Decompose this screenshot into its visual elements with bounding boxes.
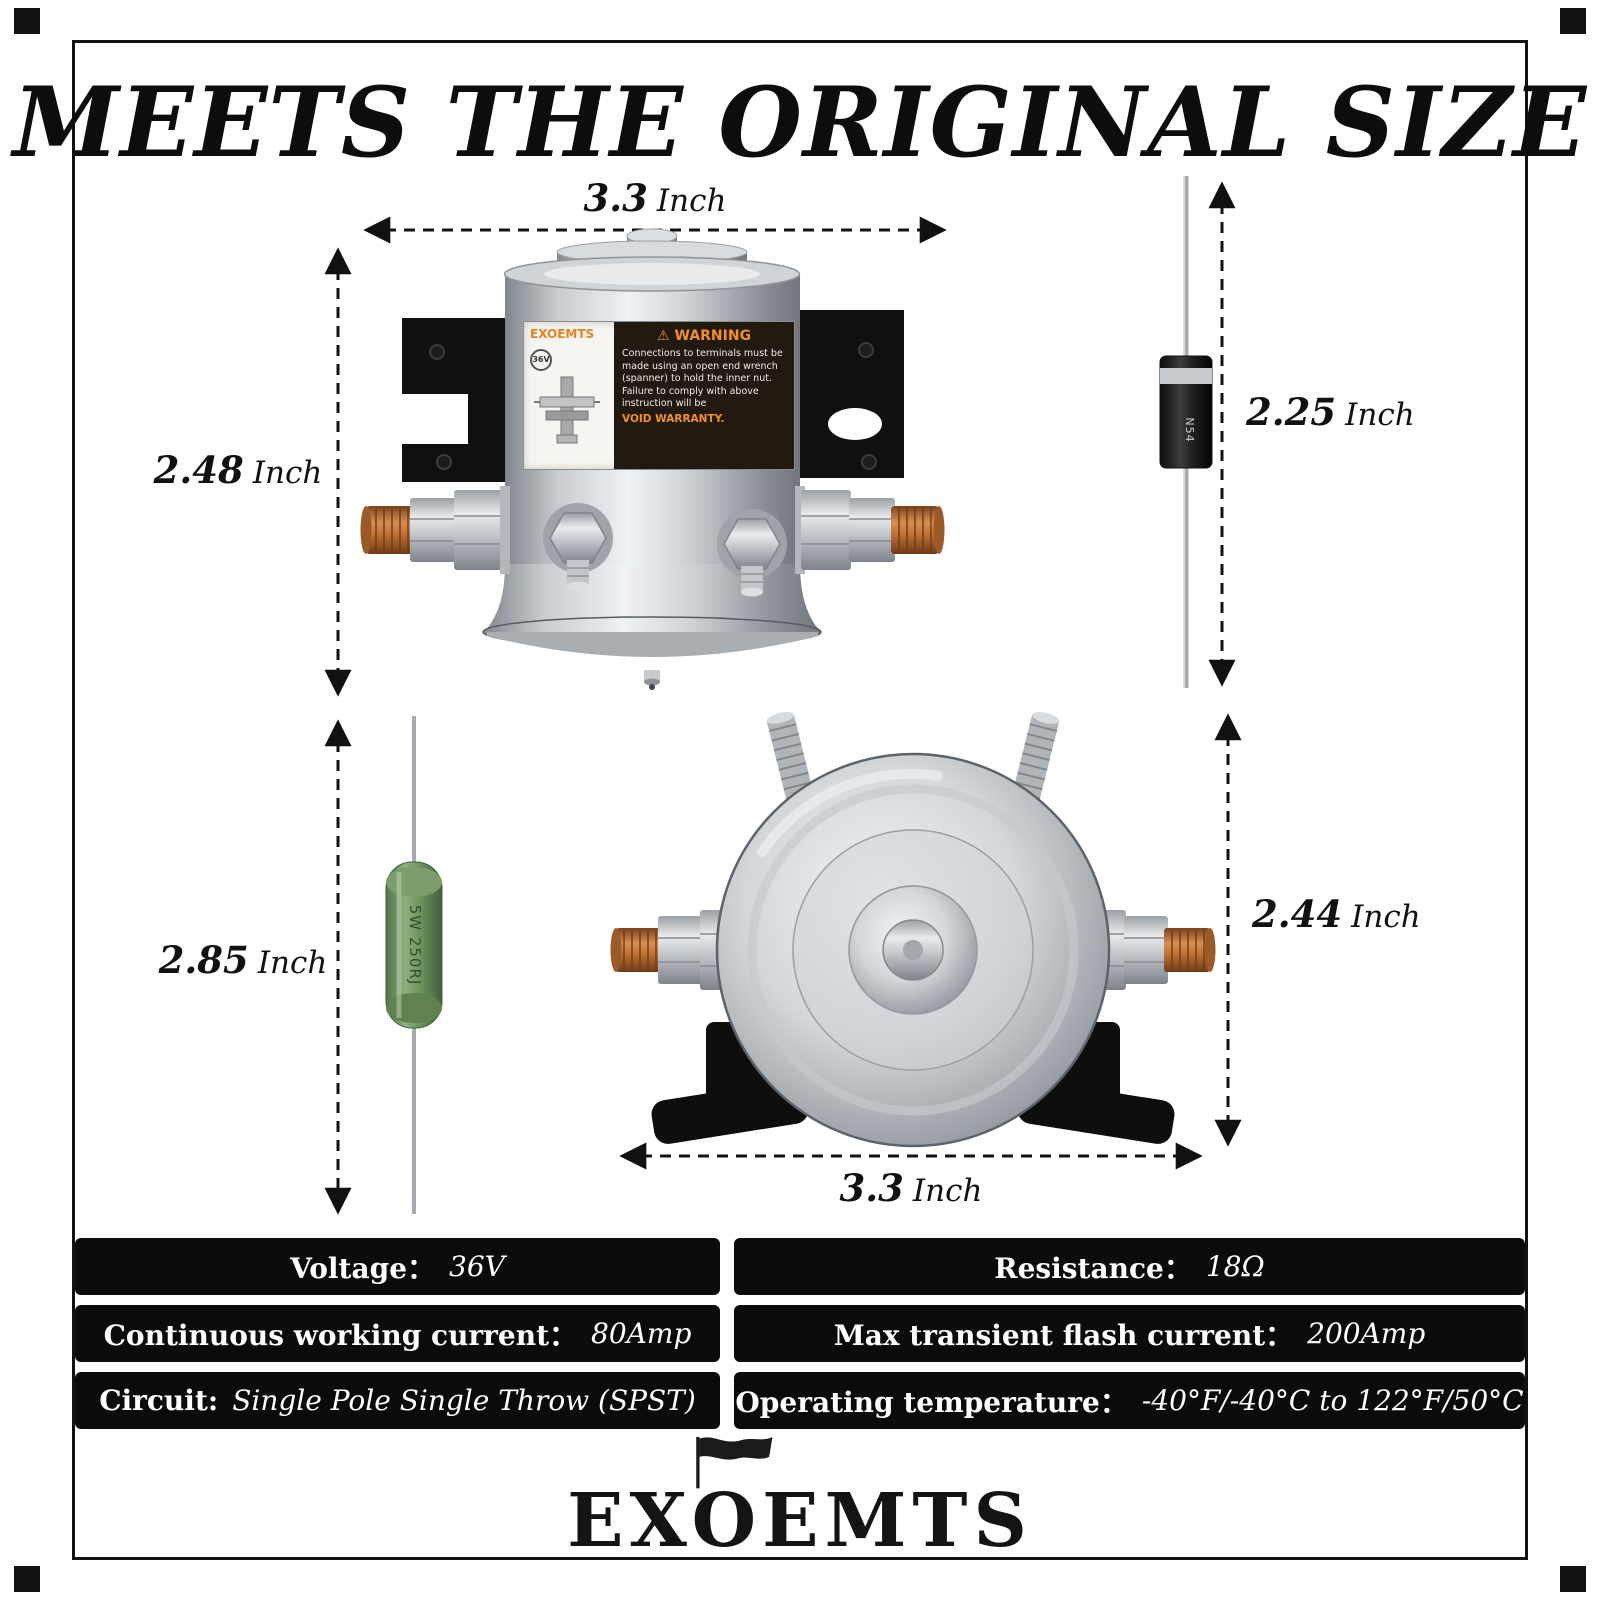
solenoid-front-view (610, 711, 1216, 1148)
spec-continuous-current: Continuous working current： 80Amp (75, 1305, 720, 1362)
terminal-left-side (360, 486, 510, 574)
terminal-right-side (795, 486, 945, 574)
solenoid-face (715, 752, 1111, 1148)
warning-title-text: WARNING (674, 328, 752, 344)
front-studs-side (543, 503, 787, 597)
resistor: 5W 250RJ (385, 716, 443, 1214)
warning-title: ⚠WARNING (622, 328, 786, 344)
page-frame (72, 40, 1528, 1560)
diode-marking: N54 (1183, 417, 1196, 442)
diode: N54 (1159, 176, 1213, 688)
label-brand: EXOEMTS (530, 327, 595, 341)
spec-table: Voltage： 36V Resistance： 18Ω Continuous … (75, 1238, 1525, 1429)
brand-logo: EXOEMTS (0, 1432, 1600, 1558)
spec-operating-temperature: Operating temperature： -40°F/-40°C to 12… (734, 1372, 1525, 1429)
warning-label-left: EXOEMTS 36V (524, 322, 614, 469)
resistor-marking: 5W 250RJ (406, 905, 424, 986)
spec-circuit: Circuit: Single Pole Single Throw (SPST) (75, 1372, 720, 1429)
warning-label: EXOEMTS 36V ⚠WARNING Connections to term… (523, 321, 795, 470)
warning-label-right: ⚠WARNING Connections to terminals must b… (614, 322, 794, 469)
corner-mark (1560, 8, 1586, 34)
spec-max-transient-current: Max transient flash current： 200Amp (734, 1305, 1525, 1362)
warning-body: Connections to terminals must be made us… (622, 348, 783, 410)
spec-resistance: Resistance： 18Ω (734, 1238, 1525, 1295)
corner-mark (14, 1566, 40, 1592)
warning-icon: ⚠ (656, 328, 670, 344)
voltage-badge: 36V (530, 349, 552, 371)
warning-emphasis: VOID WARRANTY. (622, 412, 725, 425)
page-title: MEETS THE ORIGINAL SIZE (12, 66, 1588, 179)
corner-mark (14, 8, 40, 34)
golf-flag-icon (696, 1436, 773, 1489)
corner-mark (1560, 1566, 1586, 1592)
brand-logo-text: EXOEMTS (567, 1478, 1033, 1564)
terminal-diagram (534, 376, 600, 444)
spec-voltage: Voltage： 36V (75, 1238, 720, 1295)
